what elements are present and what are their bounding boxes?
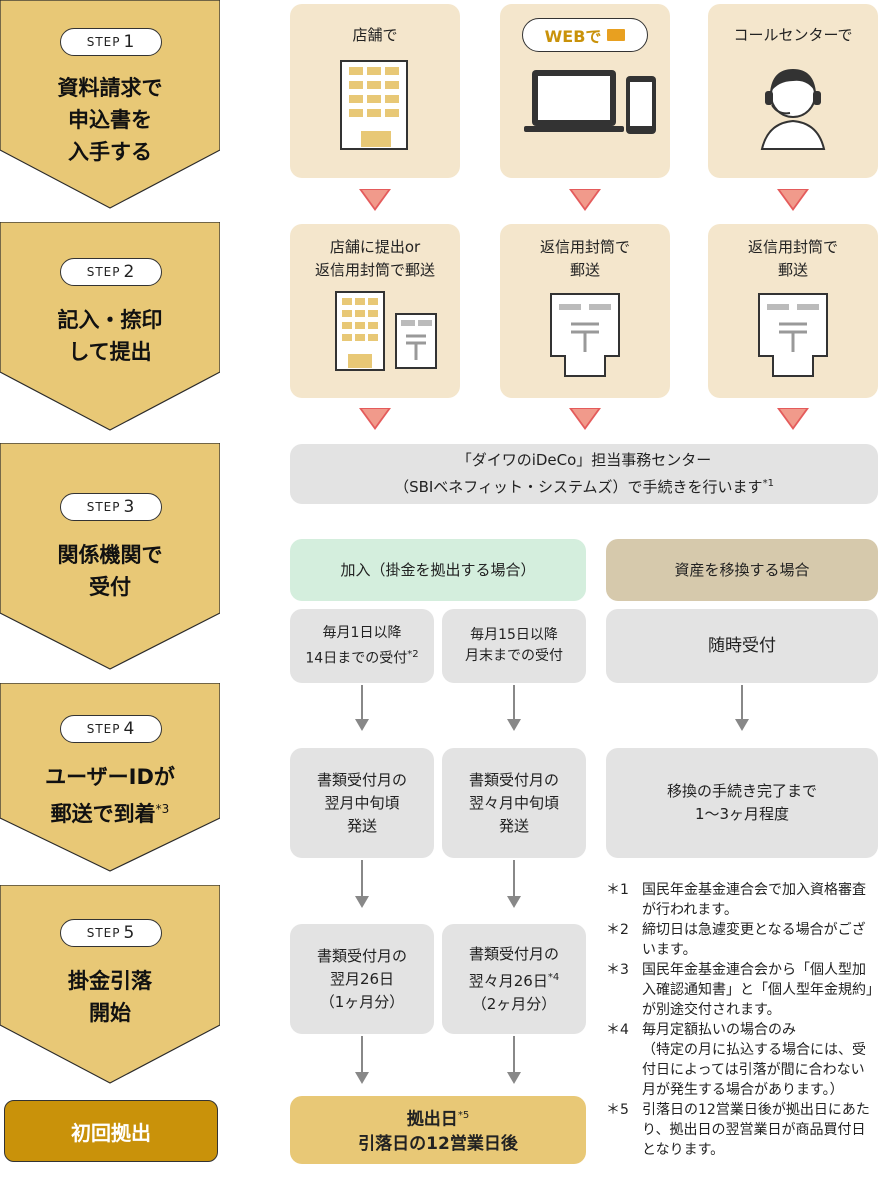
first-payment-label: 初回拠出 bbox=[71, 1120, 151, 1145]
contribution-date-line1: 拠出日*5 bbox=[406, 1109, 470, 1130]
connector-line bbox=[361, 860, 363, 896]
step-4-title: ユーザーIDが 郵送で到着*3 bbox=[45, 765, 175, 826]
first-payment-box: 初回拠出 bbox=[4, 1100, 218, 1162]
envelope-icon bbox=[758, 293, 828, 377]
debit-a-label: 書類受付月の 翌月26日 （1ヶ月分） bbox=[316, 946, 407, 1011]
arrow-down-red bbox=[359, 408, 391, 430]
debit-b-box: 書類受付月の 翌々月26日*4（2ヶ月分） bbox=[442, 924, 586, 1034]
arrow-down-gray bbox=[507, 719, 521, 731]
debit-a-box: 書類受付月の 翌月26日 （1ヶ月分） bbox=[290, 924, 434, 1034]
transfer-header: 資産を移換する場合 bbox=[606, 539, 878, 601]
step-4-shape bbox=[0, 683, 220, 872]
processing-center-line2: （SBIベネフィット・システムズ）で手続きを行います*1 bbox=[394, 478, 774, 496]
operator-icon bbox=[760, 69, 826, 150]
step-2-shape bbox=[0, 222, 220, 431]
ship-a-box: 書類受付月の 翌月中旬頃 発送 bbox=[290, 748, 434, 858]
arrow-down-red bbox=[777, 408, 809, 430]
connector-line bbox=[513, 860, 515, 896]
submit-web-label: 返信用封筒で 郵送 bbox=[539, 238, 630, 279]
arrow-down-gray bbox=[507, 1072, 521, 1084]
ship-b-label: 書類受付月の 翌々月中旬頃 発送 bbox=[468, 770, 559, 835]
ship-b-box: 書類受付月の 翌々月中旬頃 発送 bbox=[442, 748, 586, 858]
step-5-title: 掛金引落 開始 bbox=[68, 969, 152, 1025]
receipt-anytime-label: 随時受付 bbox=[708, 635, 776, 656]
web-pill: WEBで bbox=[522, 18, 648, 52]
request-store-box: 店舗で bbox=[290, 4, 460, 178]
step-5-shape bbox=[0, 885, 220, 1084]
receipt-b-label: 毎月15日以降 月末までの受付 bbox=[465, 627, 563, 664]
request-web-label: WEBで bbox=[544, 27, 602, 46]
transfer-done-label: 移換の手続き完了まで 1〜3ヶ月程度 bbox=[666, 782, 817, 823]
step-3-shape bbox=[0, 443, 220, 670]
step-2-title: 記入・捺印 して提出 bbox=[57, 308, 163, 364]
receipt-anytime-box: 随時受付 bbox=[606, 609, 878, 683]
envelope-icon bbox=[550, 293, 620, 377]
transfer-done-box: 移換の手続き完了まで 1〜3ヶ月程度 bbox=[606, 748, 878, 858]
building-and-postbox-icon bbox=[335, 291, 437, 371]
window-icon bbox=[607, 29, 626, 41]
submit-store-label: 店舗に提出or 返信用封筒で郵送 bbox=[314, 238, 435, 279]
arrow-down-gray bbox=[355, 896, 369, 908]
devices-icon bbox=[524, 70, 656, 134]
step-4-note-mark: *3 bbox=[155, 802, 170, 816]
submit-web-box: 返信用封筒で 郵送 bbox=[500, 224, 670, 398]
transfer-header-label: 資産を移換する場合 bbox=[674, 560, 810, 579]
arrow-down-red bbox=[569, 408, 601, 430]
request-store-label: 店舗で bbox=[352, 26, 398, 44]
building-icon bbox=[340, 60, 408, 150]
arrow-down-gray bbox=[355, 1072, 369, 1084]
arrow-down-gray bbox=[507, 896, 521, 908]
receipt-b-box: 毎月15日以降 月末までの受付 bbox=[442, 609, 586, 683]
processing-center-line1: 「ダイワのiDeCo」担当事務センター bbox=[456, 451, 712, 469]
connector-line bbox=[741, 685, 743, 719]
connector-line bbox=[361, 1036, 363, 1072]
step-1-title: 資料請求で 申込書を 入手する bbox=[57, 76, 163, 164]
debit-b-label: 書類受付月の 翌々月26日*4（2ヶ月分） bbox=[468, 944, 560, 1013]
receipt-a-box: 毎月1日以降 14日までの受付*2 bbox=[290, 609, 434, 683]
connector-line bbox=[513, 685, 515, 719]
contribution-date-box: 拠出日*5 引落日の12営業日後 bbox=[290, 1096, 586, 1164]
arrow-down-gray bbox=[735, 719, 749, 731]
ship-a-label: 書類受付月の 翌月中旬頃 発送 bbox=[316, 770, 407, 835]
request-call-box: コールセンターで bbox=[708, 4, 878, 178]
request-call-label: コールセンターで bbox=[733, 26, 853, 44]
submit-store-box: 店舗に提出or 返信用封筒で郵送 bbox=[290, 224, 460, 398]
arrow-down-red bbox=[569, 189, 601, 211]
contribution-date-line2: 引落日の12営業日後 bbox=[358, 1133, 518, 1154]
connector-line bbox=[513, 1036, 515, 1072]
request-web-box: WEBで bbox=[500, 4, 670, 178]
processing-center-box: 「ダイワのiDeCo」担当事務センター （SBIベネフィット・システムズ）で手続… bbox=[290, 444, 878, 504]
submit-call-box: 返信用封筒で 郵送 bbox=[708, 224, 878, 398]
arrow-down-red bbox=[777, 189, 809, 211]
arrow-down-red bbox=[359, 189, 391, 211]
step-3-title: 関係機関で 受付 bbox=[57, 543, 163, 599]
step-1-shape bbox=[0, 0, 220, 209]
join-header-label: 加入（掛金を拠出する場合） bbox=[340, 560, 536, 579]
join-header: 加入（掛金を拠出する場合） bbox=[290, 539, 586, 601]
submit-call-label: 返信用封筒で 郵送 bbox=[747, 238, 838, 279]
arrow-down-gray bbox=[355, 719, 369, 731]
receipt-a-label: 毎月1日以降 14日までの受付*2 bbox=[305, 624, 419, 667]
connector-line bbox=[361, 685, 363, 719]
